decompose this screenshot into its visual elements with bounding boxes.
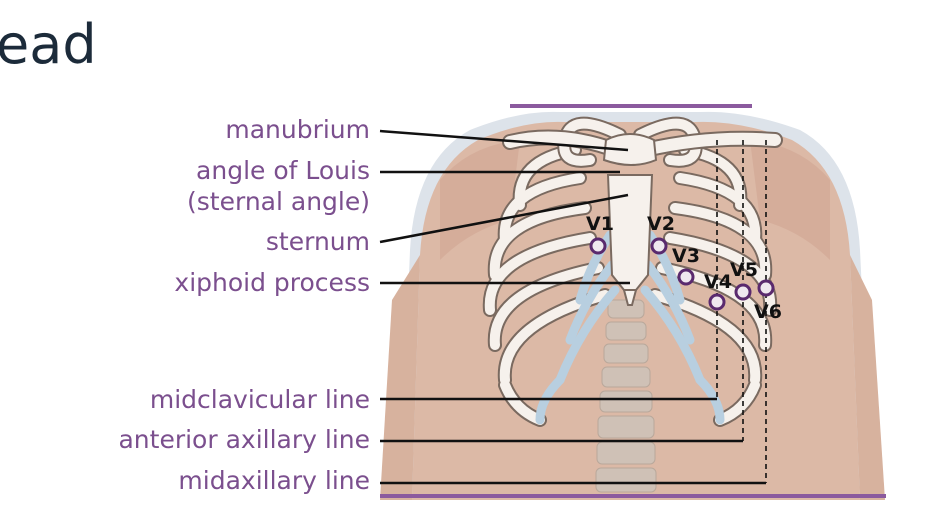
lead-label-v3: V3 [672,245,700,267]
electrode-v6 [757,279,775,297]
label-midclavicular-line: midclavicular line [149,385,370,414]
label-angle-of-louis: angle of Louis [196,156,370,185]
sternum-bone [602,133,658,306]
shoulder-right [750,140,830,260]
label-anterior-axillary-line: anterior axillary line [118,425,370,454]
lead-label-v4: V4 [704,271,732,293]
electrode-v4 [708,293,726,311]
electrode-v1 [589,237,607,255]
lead-label-v2: V2 [647,213,675,235]
label-xiphoid-process: xiphoid process [174,268,370,297]
electrode-v3 [677,268,695,286]
lead-label-v6: V6 [754,301,782,323]
lead-labels: V1 V2 V3 V4 V5 V6 [586,213,782,323]
electrode-v2 [650,237,668,255]
leader-lines [379,129,766,485]
label-midaxillary-line: midaxillary line [178,466,370,495]
spine [595,299,657,493]
electrode-v5 [734,283,752,301]
label-sternum: sternum [265,227,370,256]
label-manubrium: manubrium [225,115,370,144]
reference-lines [716,140,767,483]
right-arm [850,255,885,500]
left-arm [380,255,420,500]
page-title: ead [0,13,97,76]
shoulder-left [440,140,520,260]
label-sternal-angle: (sternal angle) [187,187,370,216]
lead-label-v1: V1 [586,213,614,235]
electrodes [589,237,775,311]
lead-label-v5: V5 [730,259,758,281]
clavicles [502,129,783,158]
